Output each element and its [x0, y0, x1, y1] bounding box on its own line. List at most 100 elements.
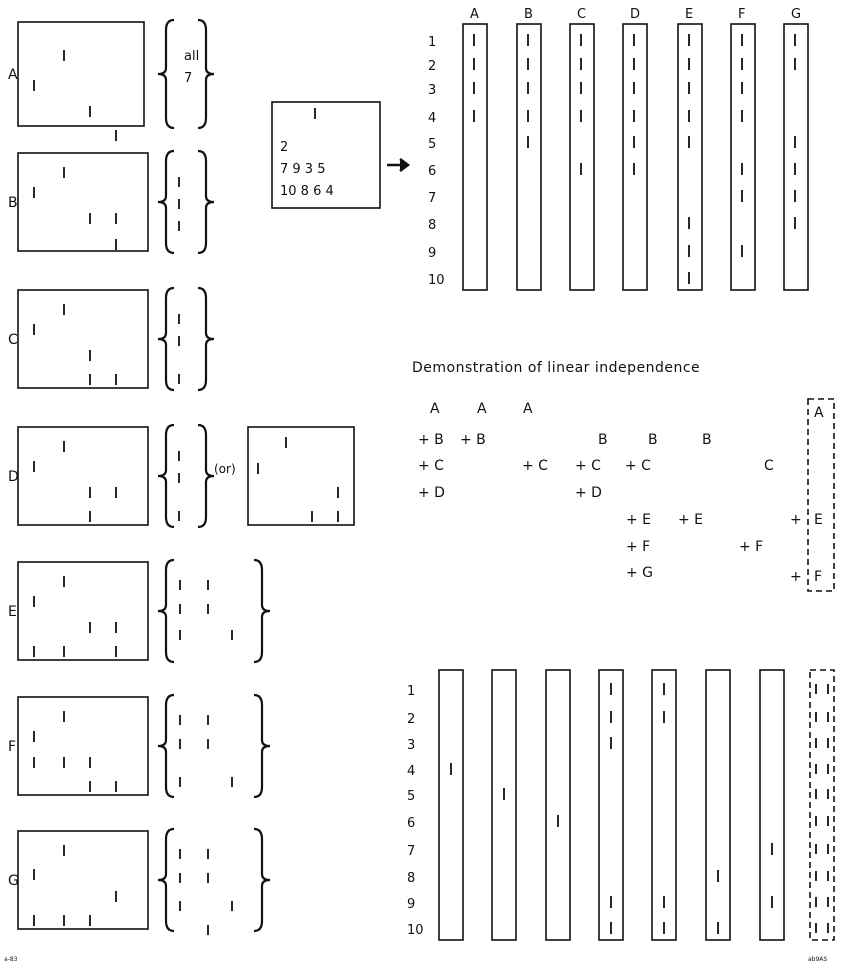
right-brace [253, 827, 271, 933]
matrix-box [17, 561, 149, 661]
demo-term: + B [418, 432, 444, 448]
demo-term: + [790, 512, 802, 528]
demo-term: B [702, 432, 712, 448]
left-brace [157, 423, 175, 529]
or-text: (or) [214, 462, 236, 476]
left-brace [157, 286, 175, 392]
center-matrix-row: 7 9 3 5 [280, 162, 325, 177]
column-box [569, 23, 595, 291]
demo-term: A [430, 401, 440, 417]
row-label: 1 [428, 35, 436, 50]
matrix-box [17, 426, 149, 526]
right-brace [197, 286, 215, 392]
brace-text: all [184, 49, 199, 64]
dashed-result-box [807, 398, 835, 592]
row-label: 7 [428, 191, 436, 206]
demo-term: + B [460, 432, 486, 448]
matrix-box [17, 152, 149, 252]
demonstration-title: Demonstration of linear independence [412, 360, 700, 376]
row-label: 6 [407, 816, 415, 831]
column-box [545, 669, 571, 941]
demo-term: E [814, 512, 823, 528]
matrix-box [17, 830, 149, 930]
row-label: 4 [407, 764, 415, 779]
column-box [491, 669, 517, 941]
demo-term: + F [626, 539, 650, 555]
left-brace [157, 558, 175, 664]
demo-term: + C [522, 458, 548, 474]
demo-term: + G [626, 565, 653, 581]
column-box [622, 23, 648, 291]
row-label: 1 [407, 684, 415, 699]
demo-term: F [814, 569, 822, 585]
left-brace [157, 18, 175, 130]
demo-term: + E [626, 512, 651, 528]
right-brace [197, 149, 215, 255]
brace-text: 7 [184, 71, 192, 86]
demo-term: + C [575, 458, 601, 474]
column-header: D [630, 7, 640, 22]
demo-term: A [523, 401, 533, 417]
right-brace [197, 423, 215, 529]
row-label: 5 [428, 137, 436, 152]
column-box [705, 669, 731, 941]
demo-term: + D [575, 485, 602, 501]
footer-left: a-83 [4, 956, 18, 963]
demo-term: C [764, 458, 774, 474]
row-label: 9 [428, 246, 436, 261]
row-label: 4 [428, 111, 436, 126]
row-label: 8 [428, 218, 436, 233]
arrow-icon [387, 158, 411, 172]
row-label: 3 [407, 738, 415, 753]
demo-term: B [648, 432, 658, 448]
row-label: 8 [407, 871, 415, 886]
demonstration-group: Demonstration of linear independence A A A… [412, 360, 835, 592]
demo-term: B [598, 432, 608, 448]
right-brace [197, 18, 215, 130]
column-header: A [470, 7, 479, 22]
column-box [516, 23, 542, 291]
row-label: 2 [428, 59, 436, 74]
matrix-b: B [8, 149, 215, 255]
column-header: C [577, 7, 586, 22]
footer-right: ab9AS [808, 956, 827, 963]
matrix-f: F [8, 693, 271, 799]
right-brace [253, 693, 271, 799]
right-brace [253, 558, 271, 664]
row-label: 10 [428, 273, 445, 288]
column-header: E [685, 7, 693, 22]
matrix-box [247, 426, 355, 526]
dashed-result-column [809, 669, 835, 941]
matrix-box [17, 696, 149, 796]
column-box [462, 23, 488, 291]
left-brace [157, 693, 175, 799]
center-matrix-row: 10 8 6 4 [280, 184, 334, 199]
column-box [598, 669, 624, 941]
demo-term: + D [418, 485, 445, 501]
column-box [783, 23, 809, 291]
matrix-label: A [8, 67, 18, 83]
matrix-box [17, 289, 149, 389]
demo-term: + E [678, 512, 703, 528]
row-label: 9 [407, 897, 415, 912]
matrix-label: D [8, 469, 19, 485]
column-box [438, 669, 464, 941]
matrix-label: B [8, 195, 18, 211]
demo-term: + F [739, 539, 763, 555]
row-label: 10 [407, 923, 424, 938]
left-brace [157, 149, 175, 255]
demo-term: A [814, 405, 824, 421]
demo-term: + C [625, 458, 651, 474]
demo-term: A [477, 401, 487, 417]
demo-term: + C [418, 458, 444, 474]
column-header: G [791, 7, 801, 22]
matrix-d: D (or) [8, 423, 355, 529]
matrix-c: C [8, 286, 215, 392]
row-label: 3 [428, 83, 436, 98]
column-box [677, 23, 703, 291]
